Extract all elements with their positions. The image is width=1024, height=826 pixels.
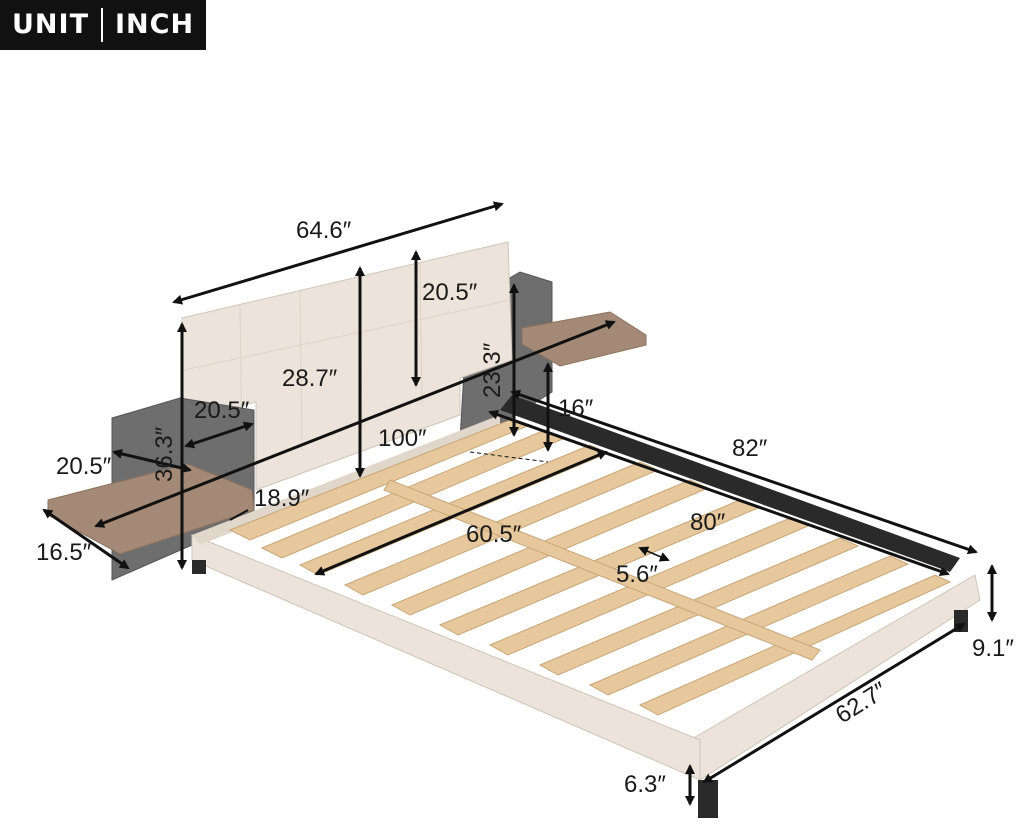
label-nightstand-width: 20.5″: [56, 453, 112, 480]
dim-line-headboard-width: [172, 201, 504, 305]
label-slat-gap: 5.6″: [616, 561, 658, 588]
label-side-total-height: 36.3″: [151, 426, 178, 482]
label-headboard-width: 64.6″: [296, 217, 352, 244]
label-nightstand-depth: 16.5″: [36, 539, 92, 566]
label-nightstand-top-height: 16″: [558, 395, 594, 422]
label-leg-height: 6.3″: [624, 771, 666, 798]
label-nightstand-height: 18.9″: [254, 485, 310, 512]
label-inner-width: 60.5″: [466, 521, 522, 548]
badge-divider: [100, 8, 103, 42]
label-side-panel-width: 20.5″: [194, 397, 250, 424]
dim-line-frame-width: [702, 622, 966, 784]
dim-line-nightstand-height: [229, 509, 249, 521]
label-headboard-height: 20.5″: [422, 279, 478, 306]
dim-line-slat-gap: [638, 546, 670, 562]
label-inner-length: 80″: [690, 509, 726, 536]
front-leg: [698, 780, 718, 818]
label-total-length: 82″: [732, 435, 768, 462]
inch-label: INCH: [114, 9, 195, 40]
dim-line-inner-length: [488, 409, 950, 577]
unit-badge: UNIT INCH: [0, 0, 207, 50]
back-leg: [192, 560, 206, 574]
dim-line-total-width: [94, 320, 616, 528]
label-frame-height: 9.1″: [972, 635, 1014, 662]
label-side-panel-height: 23.3″: [479, 342, 506, 398]
dim-line-inner-width: [314, 450, 608, 576]
dim-dashed-guide: [469, 451, 549, 463]
dim-line-nightstand-depth: [42, 508, 130, 570]
label-total-width: 100″: [378, 425, 427, 452]
label-center-height: 28.7″: [282, 365, 338, 392]
unit-label: UNIT: [12, 9, 89, 40]
